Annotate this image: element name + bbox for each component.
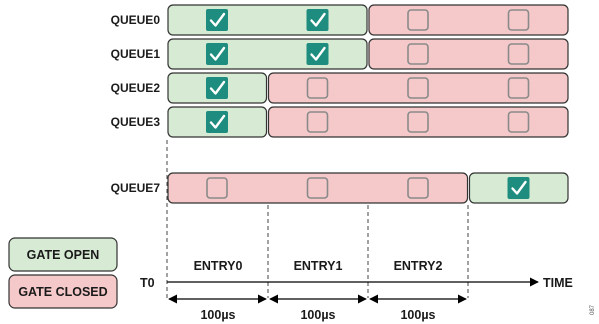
empty-box-icon [507, 9, 530, 31]
gate-closed-segment [267, 106, 569, 138]
empty-box-icon [507, 111, 530, 133]
legend-gate-closed-label: GATE CLOSED [18, 285, 107, 299]
entry-label-1: ENTRY1 [294, 259, 343, 273]
checked-box-icon [206, 43, 228, 65]
queue-row-queue7: QUEUE7 [111, 172, 569, 204]
gate-closed-segment [368, 4, 569, 36]
empty-box-icon [206, 177, 228, 199]
entry-label-2: ENTRY2 [394, 259, 443, 273]
empty-box-icon [306, 177, 329, 199]
checked-box-icon [306, 9, 329, 31]
empty-box-icon [407, 177, 429, 199]
empty-box-icon [306, 111, 329, 133]
queue-label: QUEUE2 [111, 81, 161, 95]
empty-box-icon [306, 77, 329, 99]
queue-label: QUEUE3 [111, 115, 161, 129]
queue-label: QUEUE7 [111, 181, 161, 195]
duration-label-1: 100µs [300, 308, 335, 322]
legend-gate-closed-swatch [8, 274, 118, 309]
legend: GATE OPEN GATE CLOSED [8, 237, 118, 309]
entry-label-0: ENTRY0 [194, 259, 243, 273]
queue-row-queue3: QUEUE3 [111, 106, 569, 138]
empty-box-icon [407, 111, 429, 133]
empty-box-icon [507, 77, 530, 99]
checked-box-icon [206, 111, 228, 133]
queue-label: QUEUE1 [111, 47, 161, 61]
t0-label: T0 [140, 276, 155, 290]
queue-row-queue1: QUEUE1 [111, 38, 569, 70]
queue-row-queue2: QUEUE2 [111, 72, 569, 104]
checked-box-icon [206, 9, 228, 31]
gate-closed-segment [368, 38, 569, 70]
legend-gate-open-swatch [8, 237, 118, 272]
queue-row-queue0: QUEUE0 [111, 4, 569, 36]
time-label: TIME [543, 276, 573, 290]
empty-box-icon [507, 43, 530, 65]
duration-label-2: 100µs [400, 308, 435, 322]
empty-box-icon [407, 9, 429, 31]
empty-box-icon [407, 77, 429, 99]
gate-open-segment [167, 4, 368, 36]
duration-label-0: 100µs [200, 308, 235, 322]
empty-box-icon [407, 43, 429, 65]
figure-id: 087 [590, 304, 596, 315]
checked-box-icon [306, 43, 329, 65]
gate-open-segment [167, 38, 368, 70]
gate-closed-segment [167, 172, 469, 204]
gate-closed-segment [267, 72, 569, 104]
checked-box-icon [206, 77, 228, 99]
checked-box-icon [507, 177, 530, 199]
legend-gate-open-label: GATE OPEN [27, 248, 100, 262]
queue-label: QUEUE0 [111, 13, 161, 27]
